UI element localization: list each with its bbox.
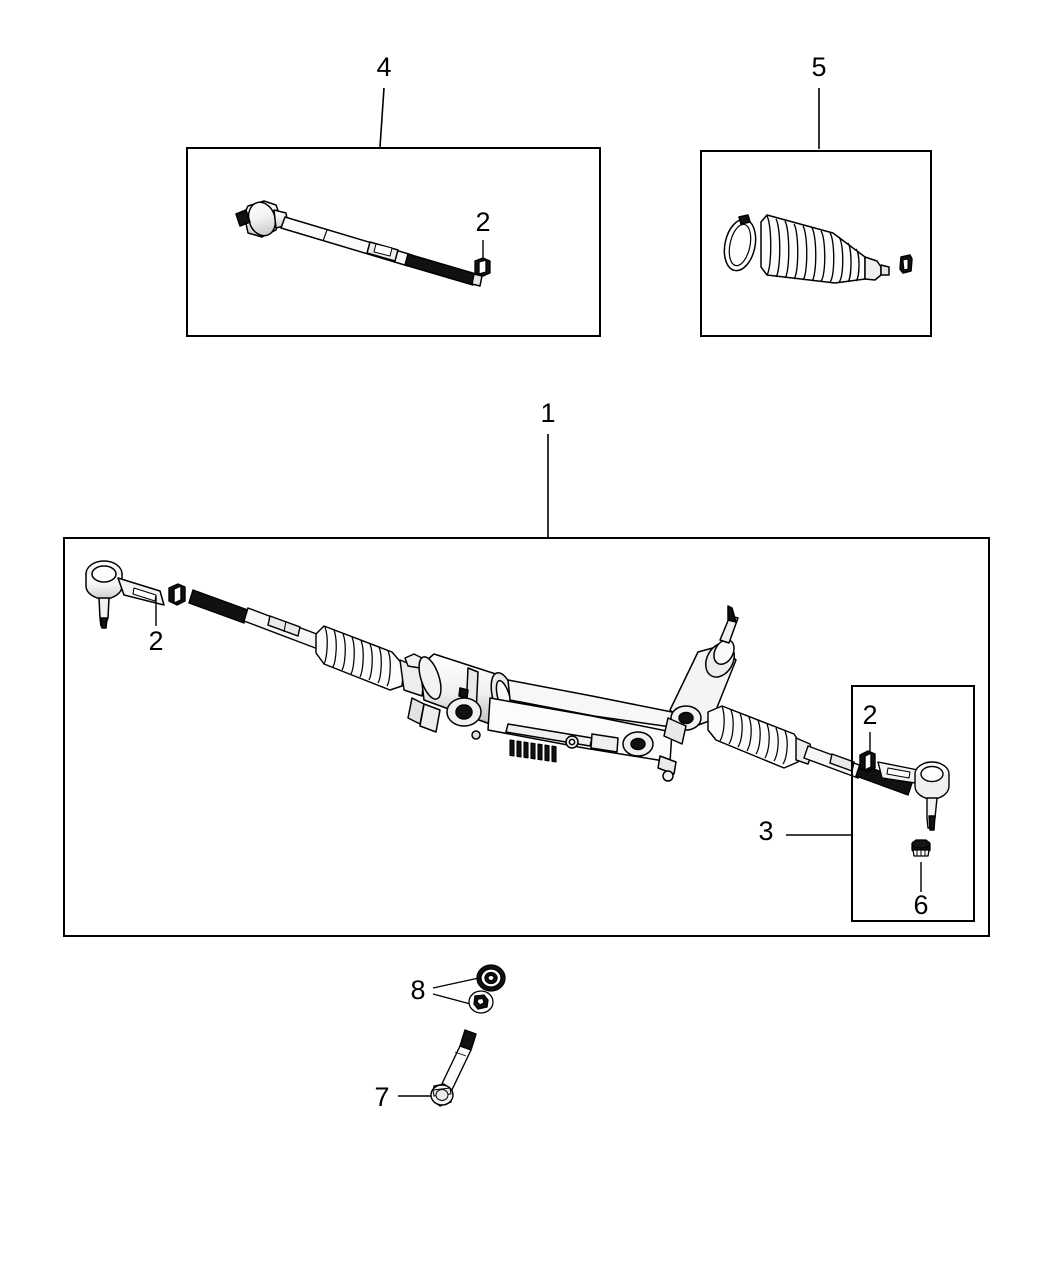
callout-label-2-box3: 2 [862,700,878,730]
group-box-1 [63,537,990,937]
callout-label-2-rack-left: 2 [148,626,164,656]
leader-line-1 [547,434,549,537]
leader-lines-8 [432,975,489,1007]
callout-label-3: 3 [758,816,774,846]
leader-line-7 [398,1095,436,1097]
leader-line-5 [818,88,820,149]
callout-label-4: 4 [376,52,392,82]
mounting-washer-art [476,964,506,992]
callout-label-6: 6 [913,890,929,920]
callout-label-5: 5 [811,52,827,82]
mounting-nut-art [468,990,494,1014]
group-box-4 [186,147,601,337]
callout-label-2-box4: 2 [475,207,491,237]
group-box-5 [700,150,932,337]
leader-line-4 [379,87,385,148]
callout-label-1: 1 [540,398,556,428]
group-box-3 [851,685,975,922]
callout-label-7: 7 [374,1082,390,1112]
callout-label-8: 8 [410,975,426,1005]
mounting-bolt-art [430,1029,477,1107]
